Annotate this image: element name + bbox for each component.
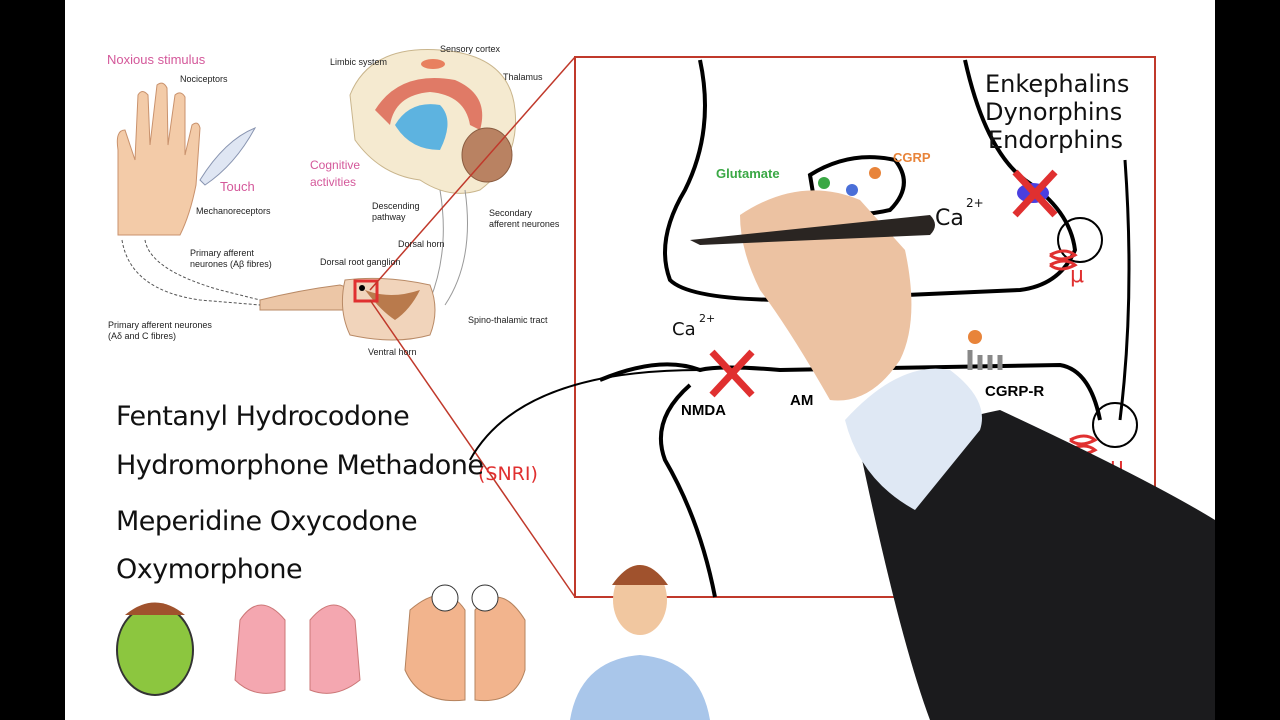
drug-list: Fentanyl Hydrocodone Hydromorphone Metha… (116, 401, 484, 585)
label-nociceptors: Nociceptors (180, 74, 228, 84)
label-descending-2: pathway (372, 212, 406, 222)
zoom-line-top (369, 56, 576, 291)
suit-sleeve (860, 410, 1215, 720)
feather-illustration (199, 127, 257, 186)
drug-line-2: Hydromorphone Methadone (116, 450, 483, 481)
label-mu-top: μ (1070, 263, 1084, 288)
label-thalamus: Thalamus (503, 72, 543, 82)
label-ventral-horn: Ventral horn (368, 347, 417, 357)
frame-border (574, 56, 1156, 598)
label-primary-ab-2: neurones (Aβ fibres) (190, 259, 272, 269)
snri-arrow (469, 369, 701, 461)
lung-right-cartoon (309, 604, 361, 694)
hand-skin (740, 190, 912, 401)
label-limbic-system: Limbic system (330, 57, 387, 67)
block-x-icon (709, 169, 1058, 398)
bronchi-lungs-cartoon (404, 594, 526, 702)
label-spino-thalamic: Spino-thalamic tract (468, 315, 548, 325)
label-calcium-left-charge: 2+ (699, 312, 715, 325)
lung-eye-right (471, 584, 499, 612)
sensory-cortex-region (421, 59, 445, 69)
shirt-cuff (845, 368, 982, 510)
label-descending: Descending (372, 201, 420, 211)
sick-man-cartoon (570, 655, 710, 720)
label-enkephalins: Enkephalins (985, 70, 1129, 98)
label-glutamate: Glutamate (716, 166, 780, 181)
lung-eye-left (431, 584, 459, 612)
label-secondary: Secondary (489, 208, 533, 218)
diagram-canvas: Noxious stimulus Nociceptors Touch Mecha… (107, 44, 1215, 720)
lung-left-cartoon (234, 604, 286, 694)
nauseous-face-cartoon (116, 604, 194, 696)
label-mechanoreceptors: Mechanoreceptors (196, 206, 271, 216)
label-dynorphins: Dynorphins (985, 98, 1122, 126)
cgrp-bound-dot (968, 330, 982, 344)
hair (125, 602, 185, 615)
mu-receptor-top (1049, 249, 1078, 271)
drug-line-1: Fentanyl Hydrocodone (116, 401, 409, 432)
mu-receptor-circle-top (1057, 217, 1103, 263)
label-primary-ad-2: (Aδ and C fibres) (108, 331, 176, 341)
glutamate-dot (818, 177, 830, 189)
label-calcium-top: Ca (935, 206, 964, 231)
sick-man-hair (612, 565, 668, 585)
label-primary-ad: Primary afferent neurones (108, 320, 212, 330)
label-dorsal-root-ganglion: Dorsal root ganglion (320, 257, 401, 267)
pen (690, 215, 935, 245)
blue-dot (846, 184, 858, 196)
label-ampa: AM (790, 392, 813, 409)
label-touch: Touch (220, 179, 255, 194)
label-primary-ab: Primary afferent (190, 248, 254, 258)
hand-illustration (116, 82, 201, 236)
limbic-region (375, 78, 483, 130)
label-calcium-top-charge: 2+ (966, 196, 984, 210)
highlight-box (353, 279, 379, 303)
label-sensory-cortex: Sensory cortex (440, 44, 501, 54)
synapse-frame: Glutamate CGRP Ca 2+ Ca 2+ Enkephalins D… (469, 56, 1156, 598)
drug-line-3: Meperidine Oxycodone (116, 506, 417, 537)
label-dorsal-horn: Dorsal horn (398, 239, 445, 249)
synapse-dot (359, 285, 365, 291)
label-cgrp: CGRP (893, 150, 931, 165)
label-noxious-stimulus: Noxious stimulus (107, 52, 206, 67)
cerebellum (461, 127, 513, 183)
nerve-root (259, 284, 356, 311)
drug-line-4: Oxymorphone (116, 554, 302, 585)
label-snri: (SNRI) (478, 463, 538, 485)
side-effect-cartoons (116, 565, 710, 720)
afferent-fibres (121, 239, 261, 306)
label-calcium-left: Ca (672, 319, 696, 340)
label-endorphins: Endorphins (988, 126, 1123, 154)
label-nmda: NMDA (681, 402, 726, 419)
label-cognitive-2: activities (310, 175, 356, 189)
thalamus-region (395, 104, 448, 150)
pain-pathway-illustration: Noxious stimulus Nociceptors Touch Mecha… (107, 44, 576, 598)
opioid-arrow-line (1118, 159, 1131, 421)
spinal-tracts (429, 189, 468, 306)
whiteboard: Noxious stimulus Nociceptors Touch Mecha… (65, 0, 1215, 720)
label-secondary-2: afferent neurones (489, 219, 560, 229)
presenter-hand (690, 190, 1215, 720)
label-cognitive: Cognitive (310, 158, 360, 172)
cgrp-receptor (967, 350, 1003, 370)
zoom-line-bottom (369, 299, 576, 598)
grey-matter (365, 290, 420, 320)
cgrp-dot (869, 167, 881, 179)
mu-receptor-circle-bottom (1092, 402, 1138, 448)
label-cgrp-r: CGRP-R (985, 383, 1044, 400)
